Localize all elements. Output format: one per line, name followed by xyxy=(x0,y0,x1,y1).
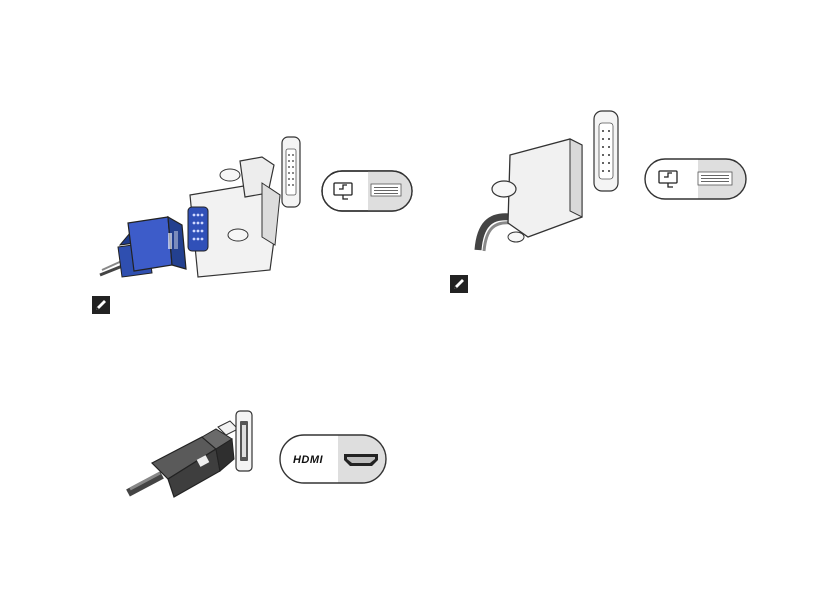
hdmi-plug xyxy=(152,421,238,497)
hdmi-label: HDMI xyxy=(293,454,324,466)
dvi-adapter xyxy=(188,157,280,277)
hdmi-port xyxy=(236,411,252,471)
dvi-port xyxy=(594,111,618,191)
vga-plug xyxy=(118,217,186,277)
pencil-note-icon xyxy=(450,275,468,293)
hdmi-port-badge: HDMI xyxy=(280,435,386,483)
dvi-port-badge xyxy=(645,159,746,199)
dvi-port-badge xyxy=(322,171,412,211)
vga-to-dvi-adapter-illustration xyxy=(90,125,430,295)
dvi-plug xyxy=(492,139,582,242)
dvi-cable-illustration xyxy=(470,105,760,255)
dvi-port xyxy=(282,137,300,207)
hdmi-cable-illustration: HDMI xyxy=(120,405,395,505)
pencil-note-icon xyxy=(92,296,110,314)
